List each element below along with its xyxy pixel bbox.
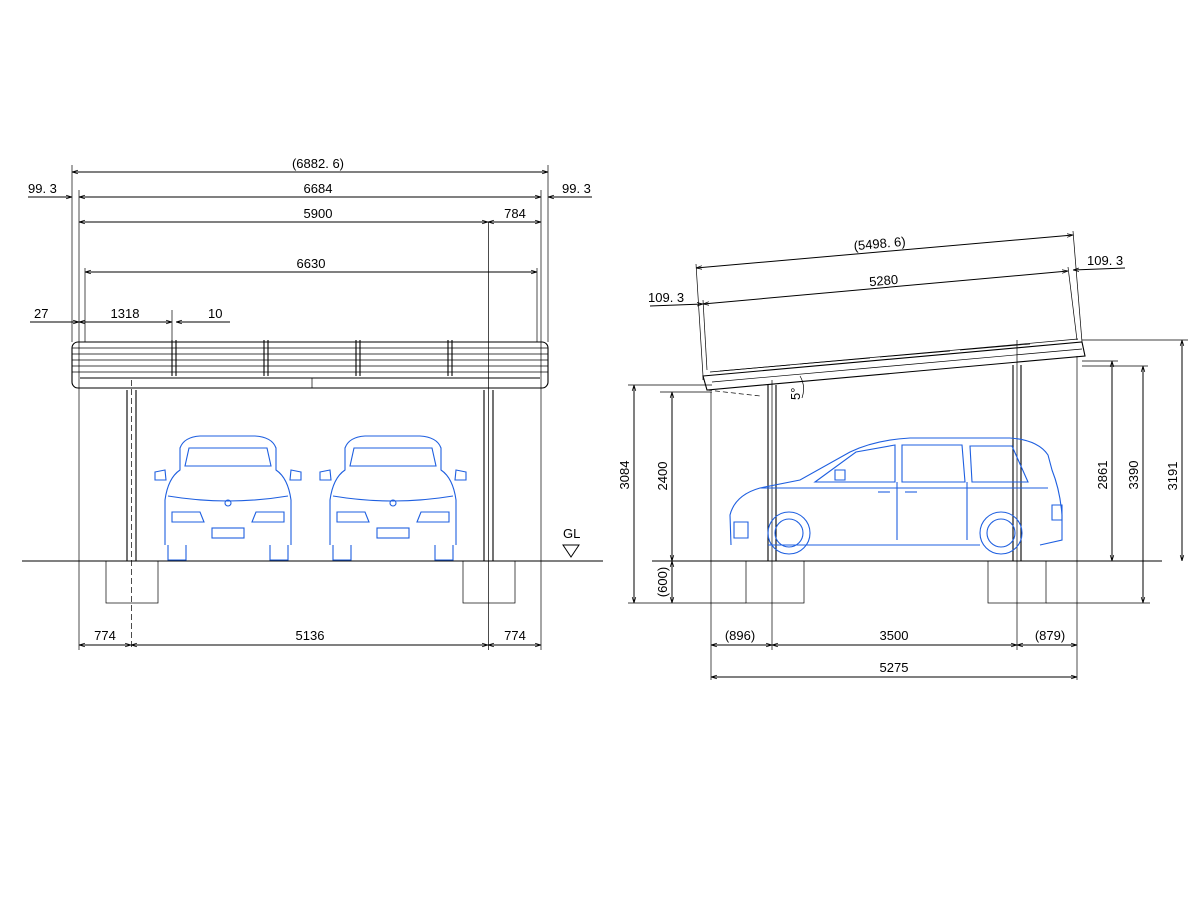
- dim-span-upper-right: 784: [504, 206, 526, 221]
- extension-lines-front: [71, 165, 549, 650]
- car-side: [729, 437, 1063, 555]
- dim-post-span: 5136: [296, 628, 325, 643]
- dim-gap: 10: [208, 306, 222, 321]
- dim-overhang-left-side: 109. 3: [648, 290, 684, 305]
- ground-level-marker: GL: [562, 526, 580, 558]
- dim-roof-slope-overall: (5498. 6): [853, 234, 906, 253]
- dim-angle: 5°: [788, 388, 803, 400]
- dim-clearance: 2400: [655, 462, 670, 491]
- dim-span-upper: 5900: [304, 206, 333, 221]
- dim-lines-side: [634, 235, 1182, 677]
- dim-bottom-right: (879): [1035, 628, 1065, 643]
- car-front-right: [319, 435, 467, 561]
- post-left: [126, 380, 137, 650]
- dim-bottom-total: 5275: [880, 660, 909, 675]
- dim-overhang-right-front: 99. 3: [562, 181, 591, 196]
- footing-front-side: [745, 560, 805, 604]
- dim-post-right: 774: [504, 628, 526, 643]
- dim-height-top: 3191: [1165, 462, 1180, 491]
- dim-height-rear: 2861: [1095, 461, 1110, 490]
- dim-width-front: 6684: [304, 181, 333, 196]
- roof-side: [702, 338, 1086, 391]
- dim-post-left: 774: [94, 628, 116, 643]
- dim-roof-inner: 6630: [297, 256, 326, 271]
- dim-roof-slope-inner: 5280: [869, 272, 899, 289]
- dim-lines-front: [28, 172, 592, 645]
- dim-panel: 1318: [111, 306, 140, 321]
- car-front-left: [154, 435, 302, 561]
- footing-right: [462, 560, 516, 604]
- post-right: [483, 222, 494, 650]
- dim-overhang-right-side: 109. 3: [1087, 253, 1123, 268]
- footing-left: [105, 560, 159, 604]
- dim-edge-left: 27: [34, 306, 48, 321]
- dim-bottom-span: 3500: [880, 628, 909, 643]
- post-front-side: [767, 380, 777, 650]
- dim-overall-front: (6882. 6): [292, 156, 344, 171]
- dim-height-rear-total: 3390: [1126, 461, 1141, 490]
- roof-front: [71, 340, 549, 389]
- ground-level-label: GL: [563, 526, 580, 541]
- dim-overhang-left-front: 99. 3: [28, 181, 57, 196]
- dim-height-front: 3084: [617, 461, 632, 490]
- side-view: (5498. 6) 5280 109. 3 109. 3 5° 3084 240…: [617, 230, 1188, 680]
- extension-lines-side: [628, 230, 1188, 680]
- post-rear-side: [1012, 340, 1022, 650]
- dim-bottom-left: (896): [725, 628, 755, 643]
- dim-footing-depth: (600): [655, 567, 670, 597]
- front-view: (6882. 6) 6684 99. 3 99. 3 5900 784 6630…: [22, 156, 603, 650]
